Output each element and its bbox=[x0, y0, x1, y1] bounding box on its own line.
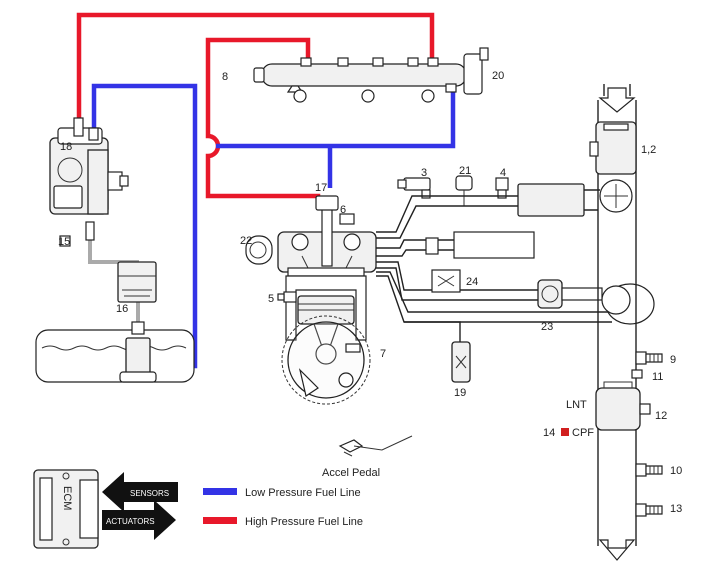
label-6: 6 bbox=[340, 204, 346, 216]
label-15: 15 bbox=[58, 236, 70, 248]
label-12: 12 bbox=[655, 410, 667, 422]
actuators-legend-label: ACTUATORS bbox=[106, 517, 155, 526]
label-16: 16 bbox=[116, 303, 128, 315]
high-pressure-legend-label: High Pressure Fuel Line bbox=[245, 516, 363, 528]
sensors-arrow bbox=[102, 472, 178, 512]
low-pressure-legend-label: Low Pressure Fuel Line bbox=[245, 487, 361, 499]
label-8: 8 bbox=[222, 71, 228, 83]
label-19: 19 bbox=[454, 387, 466, 399]
sensor-4 bbox=[495, 177, 509, 199]
label-ecm: ECM bbox=[61, 486, 73, 510]
label-7: 7 bbox=[380, 348, 386, 360]
label-21: 21 bbox=[459, 165, 471, 177]
sensor-5 bbox=[277, 291, 297, 303]
sensor-9 bbox=[635, 351, 663, 365]
label-9: 9 bbox=[670, 354, 676, 366]
label-24: 24 bbox=[466, 276, 478, 288]
accel-pedal bbox=[338, 435, 413, 457]
label-10: 10 bbox=[670, 465, 682, 477]
sensor-21 bbox=[455, 175, 473, 206]
label-23: 23 bbox=[541, 321, 553, 333]
low-pressure-return-line bbox=[216, 86, 456, 149]
label-14: 14 bbox=[543, 427, 555, 439]
sensor-3 bbox=[397, 177, 431, 199]
label-11: 11 bbox=[652, 371, 663, 383]
label-cpf: CPF bbox=[572, 427, 594, 439]
label-4: 4 bbox=[500, 167, 506, 179]
high-pressure-fuel-lines bbox=[76, 12, 435, 204]
high-pressure-line-pump-to-rail bbox=[76, 12, 435, 120]
label-20: 20 bbox=[492, 70, 504, 82]
component-labels: 1,2 3 4 5 6 7 8 9 10 11 12 13 14 15 16 1… bbox=[58, 70, 682, 515]
egr-valve-24 bbox=[425, 237, 461, 293]
legend: SENSORS ACTUATORS Low Pressure Fuel Line… bbox=[106, 487, 363, 528]
intake-exhaust-piping bbox=[376, 183, 612, 342]
label-1-2: 1,2 bbox=[641, 144, 656, 156]
high-pressure-legend-swatch bbox=[203, 517, 237, 524]
fuel-filter bbox=[117, 261, 157, 303]
high-pressure-pump bbox=[49, 117, 129, 247]
ecm-module bbox=[33, 469, 99, 549]
sensor-7 bbox=[345, 343, 361, 353]
sensor-13 bbox=[635, 503, 663, 517]
sensor-19 bbox=[451, 341, 471, 383]
common-rail bbox=[253, 47, 489, 103]
engine-head bbox=[245, 195, 377, 277]
cpf-pressure-sensor-marker bbox=[561, 428, 569, 436]
label-22: 22 bbox=[240, 235, 252, 247]
sensor-11 bbox=[631, 369, 643, 379]
label-lnt: LNT bbox=[566, 399, 587, 411]
label-18: 18 bbox=[60, 141, 72, 153]
sensor-10 bbox=[635, 463, 663, 477]
engine-block bbox=[281, 275, 371, 405]
sensors-legend-label: SENSORS bbox=[130, 489, 169, 498]
fuel-tank bbox=[35, 321, 195, 383]
label-5: 5 bbox=[268, 293, 274, 305]
label-17: 17 bbox=[315, 182, 327, 194]
turbo-and-exhaust bbox=[589, 84, 651, 561]
label-3: 3 bbox=[421, 167, 427, 179]
label-accel-pedal: Accel Pedal bbox=[322, 467, 380, 479]
label-13: 13 bbox=[670, 503, 682, 515]
low-pressure-legend-swatch bbox=[203, 488, 237, 495]
actuators-arrow bbox=[102, 500, 176, 540]
